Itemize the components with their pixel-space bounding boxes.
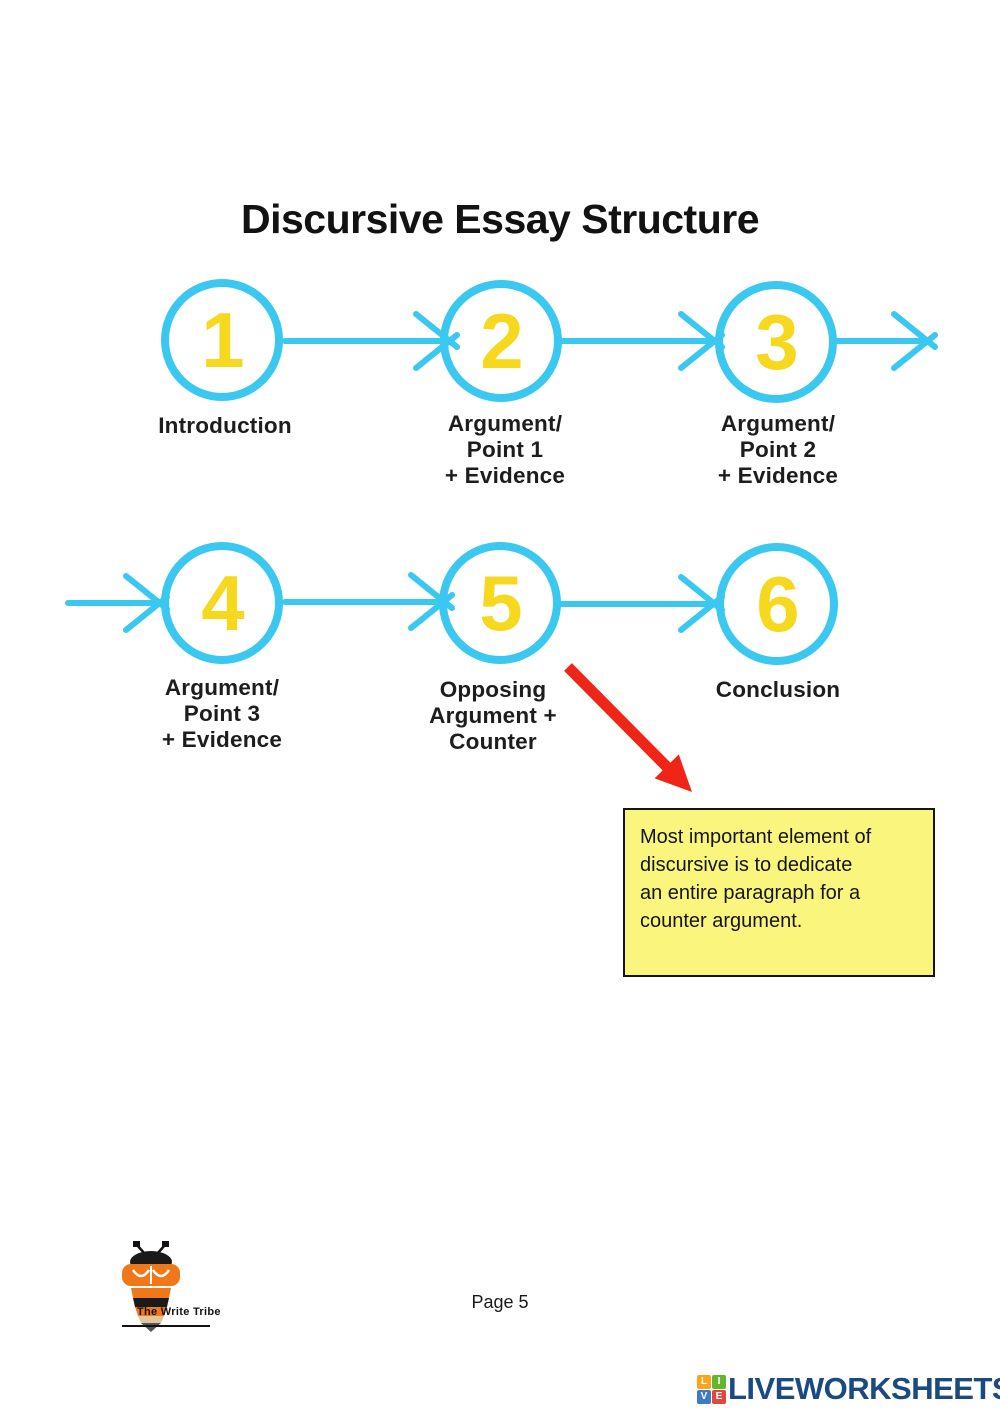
step-number-3: 3 xyxy=(755,297,798,386)
brand-logo-text: The Write Tribe xyxy=(137,1306,221,1318)
step-label-conclusion: Conclusion xyxy=(715,677,841,702)
page-number: Page 5 xyxy=(471,1292,529,1312)
grid-letter-v: V xyxy=(697,1389,711,1404)
grid-letter-l: L xyxy=(697,1374,711,1389)
step-label-introduction: Introduction xyxy=(158,413,292,438)
grid-letter-i: I xyxy=(712,1374,726,1389)
step-number-1: 1 xyxy=(201,295,244,384)
liveworksheets-wordmark: LIVEWORKSHEETS xyxy=(728,1371,1000,1406)
step-label-argument-point-3: Argument/ Point 3 + Evidence xyxy=(161,675,283,752)
page-title: Discursive Essay Structure xyxy=(241,196,760,242)
counter-argument-note: Most important element of discursive is … xyxy=(623,808,935,977)
step-number-2: 2 xyxy=(480,296,523,385)
step-label-opposing-argument: Opposing Argument + Counter xyxy=(429,677,557,754)
step-number-6: 6 xyxy=(756,559,799,648)
liveworksheets-grid-icon: L I V E xyxy=(697,1374,726,1404)
step-number-5: 5 xyxy=(479,558,522,647)
bee-logo-icon xyxy=(122,1241,180,1332)
step-number-4: 4 xyxy=(201,558,244,647)
step-label-argument-point-2: Argument/ Point 2 + Evidence xyxy=(717,411,839,488)
grid-letter-e: E xyxy=(712,1389,726,1404)
liveworksheets-logo[interactable]: L I V E LIVEWORKSHEETS xyxy=(697,1371,1000,1407)
step-label-argument-point-1: Argument/ Point 1 + Evidence xyxy=(444,411,566,488)
brand-underline xyxy=(122,1325,210,1327)
